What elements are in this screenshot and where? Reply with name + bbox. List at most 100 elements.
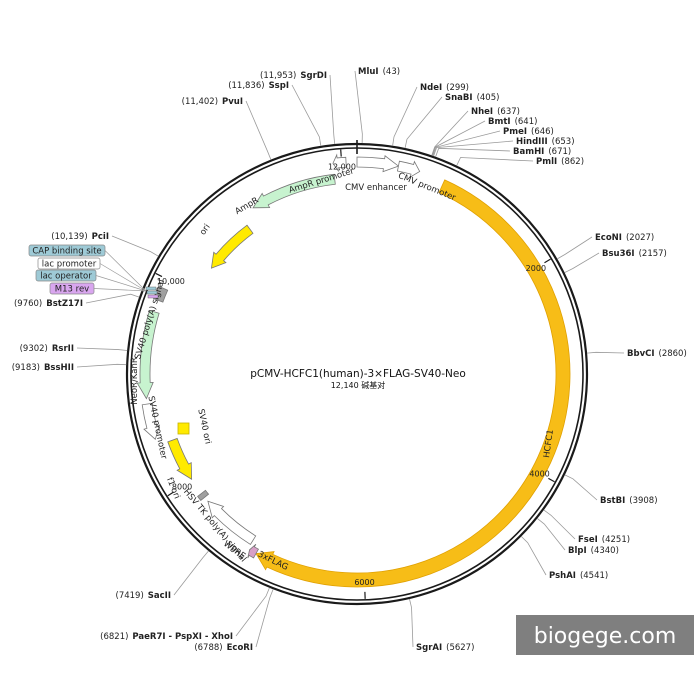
site-position: (646) [531, 127, 554, 137]
site-position: (299) [446, 83, 469, 93]
site-leader-line [456, 157, 534, 166]
site-position: (9183) [12, 363, 40, 373]
site-position: (653) [552, 137, 575, 147]
feature-label-cmv-enhancer: CMV enhancer [345, 183, 407, 193]
feature-box-lac-operator: lac operator [35, 269, 147, 292]
site-name: RsrII [52, 344, 74, 354]
feature-box-label: M13 rev [55, 285, 89, 295]
site-position: (11,953) [260, 71, 296, 81]
site-leader-line [235, 587, 270, 637]
site-name: Bsu36I [602, 249, 635, 259]
feature-box-cap-binding-site: CAP binding site [28, 244, 147, 292]
site-leader-line [431, 120, 486, 156]
site-leader-line [557, 236, 593, 260]
site-leader-line [173, 550, 209, 596]
site-name: BstBI [600, 496, 625, 506]
site-leader-line [392, 86, 418, 146]
feature-ampr [252, 173, 336, 209]
site-pshai: PshAI(4541) [521, 536, 608, 581]
site-name: PvuI [222, 97, 243, 107]
site-name: EcoNI [595, 233, 622, 243]
tick-label: 10,000 [157, 277, 185, 286]
site-position: (9760) [14, 299, 42, 309]
tick-label: 8000 [172, 483, 192, 492]
feature-box-m13-rev: M13 rev [49, 282, 147, 295]
lac-cluster-mark [147, 294, 159, 299]
site-bmti: BmtI(641) [431, 117, 537, 156]
feature-box-leader [95, 275, 147, 292]
site-bstbi: BstBI (3908) [564, 474, 658, 506]
tick-mark [167, 491, 175, 497]
site-rsrii: RsrII (9302) [20, 344, 128, 354]
site-position: (9302) [20, 344, 48, 354]
site-pmli: PmlI(862) [456, 157, 584, 167]
site-bsu36i: Bsu36I(2157) [564, 249, 667, 273]
feature-cmv-enhancer [356, 155, 400, 173]
site-name: SgrDI [300, 71, 327, 81]
site-sgrai: SgrAI(5627) [409, 598, 474, 653]
site-position: (2027) [626, 233, 654, 243]
site-name: NheI [471, 107, 493, 117]
tick-label: 6000 [354, 578, 374, 587]
site-bsshii: BssHII (9183) [12, 363, 127, 373]
site-blpi: BlpI(4340) [537, 518, 619, 556]
feature-box-leader [104, 250, 147, 292]
feature-box-label: lac promoter [42, 260, 97, 270]
site-name: HindIII [516, 137, 548, 147]
site-position: (637) [497, 107, 520, 117]
feature-label-neor-kanr: NeoR/KanR [130, 357, 140, 405]
site-leader-line [564, 474, 598, 501]
site-name: SacII [148, 591, 171, 601]
tick-mark [548, 477, 555, 483]
site-leader-line [435, 147, 511, 157]
feature-box-leader [93, 288, 147, 292]
feature-box-label: lac operator [40, 272, 92, 282]
site-position: (10,139) [51, 232, 87, 242]
site-name: BssHII [44, 363, 74, 373]
site-bbvci: BbvCI(2860) [587, 349, 687, 359]
watermark: biogege.com [516, 615, 694, 655]
feature-f1-ori [167, 437, 193, 480]
site-position: (862) [561, 157, 584, 167]
site-name: PmeI [503, 127, 527, 137]
feature-3xflag [247, 543, 260, 559]
feature-label-sv40-ori: SV40 ori [195, 408, 212, 445]
site-ecori: EcoRI(6788) [194, 589, 274, 653]
site-econi: EcoNI (2027) [557, 233, 654, 260]
site-leader-line [354, 70, 363, 144]
site-pvui: PvuI(11,402) [182, 97, 272, 160]
site-name: MluI [358, 67, 379, 77]
plasmid-title: pCMV-HCFC1(human)-3×FLAG-SV40-Neo [250, 368, 466, 380]
site-leader-line [433, 140, 514, 157]
site-paer7i-pspxi-xhoi: PaeR7I - PspXI - XhoI(6821) [100, 587, 270, 642]
site-position: (4340) [591, 546, 619, 556]
site-pmei: PmeI (646) [432, 127, 554, 156]
site-leader-line [404, 96, 443, 149]
site-position: (671) [548, 147, 571, 157]
site-sspi: SspI(11,836) [228, 81, 322, 146]
feature-label-ori: ori [198, 222, 213, 237]
site-hindiii: HindIII (653) [433, 137, 575, 157]
watermark-background [516, 615, 694, 655]
tick-label: 2000 [526, 264, 546, 273]
tick-mark [544, 258, 551, 264]
site-leader-line [432, 130, 501, 156]
site-name: PshAI [549, 571, 576, 581]
site-name: PaeR7I - PspXI - XhoI [132, 632, 233, 642]
feature-box-lac-promoter: lac promoter [37, 257, 147, 292]
site-leader-line [255, 589, 274, 648]
site-name: EcoRI [227, 643, 253, 653]
site-name: SgrAI [416, 643, 442, 653]
site-leader-line [409, 598, 414, 648]
tick-label: 4000 [529, 470, 549, 479]
site-snabi: SnaBI(405) [404, 93, 499, 149]
site-leader-line [587, 351, 625, 354]
feature-sv40-promoter [141, 402, 161, 441]
site-name: SnaBI [445, 93, 473, 103]
site-position: (43) [383, 67, 400, 77]
site-position: (3908) [629, 496, 657, 506]
site-sacii: SacII(7419) [116, 550, 209, 601]
site-leader-line [291, 84, 322, 146]
